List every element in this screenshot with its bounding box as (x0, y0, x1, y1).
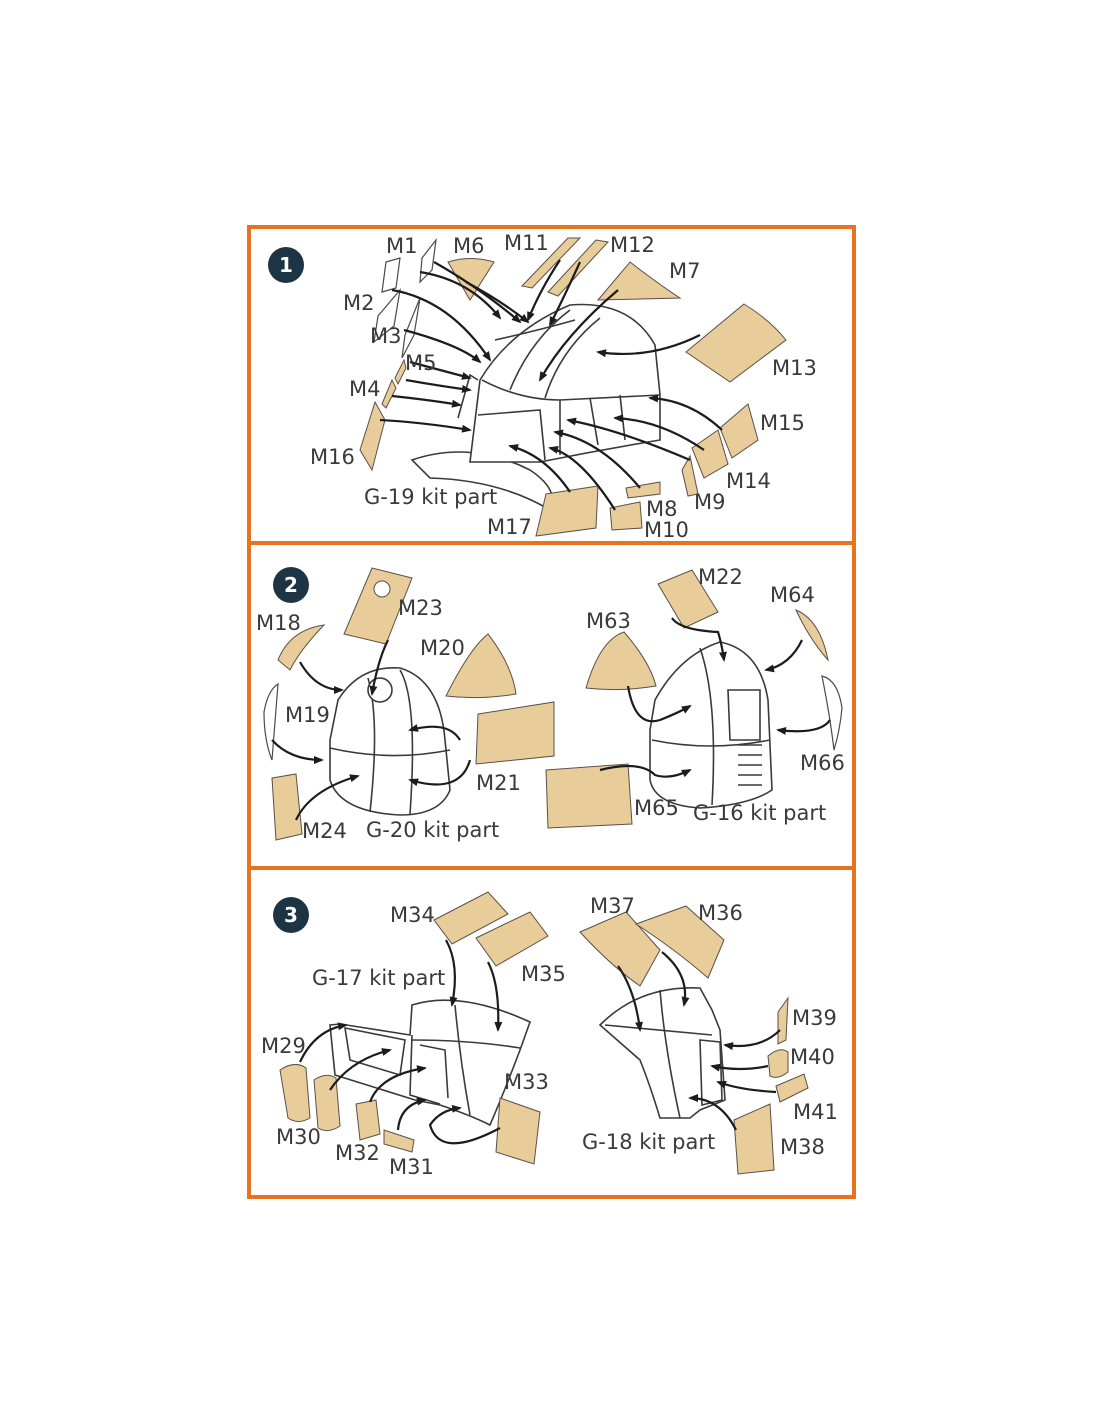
label-m5: M5 (405, 351, 436, 375)
label-m12: M12 (610, 233, 655, 257)
label-m36: M36 (698, 901, 743, 925)
label-m2: M2 (343, 291, 374, 315)
step-2-number: 2 (284, 573, 298, 597)
step-3-labels: M34 M35 M29 M30 M32 M31 M33 M37 M36 M39 … (261, 894, 838, 1179)
label-m4: M4 (349, 377, 380, 401)
label-m38: M38 (780, 1135, 825, 1159)
label-m8: M8 (646, 497, 677, 521)
g16-kit-part-label: G-16 kit part (693, 801, 826, 825)
step-2-badge: 2 (273, 567, 309, 603)
label-m10: M10 (644, 518, 689, 542)
step-3-masks (279, 891, 809, 1175)
label-m41: M41 (793, 1100, 838, 1124)
label-m18: M18 (256, 611, 301, 635)
label-m32: M32 (335, 1141, 380, 1165)
step-3-arrows (299, 939, 781, 1145)
step-2-arrows (271, 617, 831, 821)
g19-canopy-frame (410, 303, 661, 512)
label-m9: M9 (694, 490, 725, 514)
step-3-number: 3 (284, 903, 298, 927)
label-m29: M29 (261, 1034, 306, 1058)
label-m1: M1 (386, 234, 417, 258)
label-m16: M16 (310, 445, 355, 469)
step-3-badge: 3 (273, 897, 309, 933)
label-m6: M6 (453, 234, 484, 258)
step-1-labels: M1 M6 M11 M12 M7 M2 M3 M5 M4 M16 M13 M15… (310, 231, 817, 542)
g16-canopy-frame (649, 641, 773, 809)
label-m34: M34 (390, 903, 435, 927)
label-m19: M19 (285, 703, 330, 727)
label-m65: M65 (634, 796, 679, 820)
label-m22: M22 (698, 565, 743, 589)
label-m63: M63 (586, 609, 631, 633)
g18-kit-part-label: G-18 kit part (582, 1130, 715, 1154)
label-m21: M21 (476, 771, 521, 795)
step-2-labels: M23 M18 M20 M19 M21 M24 M22 M64 M63 M66 … (256, 565, 845, 843)
step-1-masks (359, 237, 787, 537)
g19-kit-part-label: G-19 kit part (364, 485, 497, 509)
g17-kit-part-label: G-17 kit part (312, 966, 445, 990)
label-m37: M37 (590, 894, 635, 918)
label-m66: M66 (800, 751, 845, 775)
label-m3: M3 (370, 324, 401, 348)
g18-canopy-frame (598, 987, 726, 1119)
label-m11: M11 (504, 231, 549, 255)
label-m20: M20 (420, 636, 465, 660)
label-m39: M39 (792, 1006, 837, 1030)
step-1-arrows (379, 259, 723, 511)
label-m35: M35 (521, 962, 566, 986)
label-m64: M64 (770, 583, 815, 607)
label-m17: M17 (487, 515, 532, 539)
label-m31: M31 (389, 1155, 434, 1179)
g20-kit-part-label: G-20 kit part (366, 818, 499, 842)
label-m30: M30 (276, 1125, 321, 1149)
label-m15: M15 (760, 411, 805, 435)
step-2-masks (263, 567, 843, 841)
label-m40: M40 (790, 1045, 835, 1069)
label-m13: M13 (772, 356, 817, 380)
label-m14: M14 (726, 469, 771, 493)
label-m7: M7 (669, 259, 700, 283)
label-m23: M23 (398, 596, 443, 620)
step-1-number: 1 (279, 253, 293, 277)
label-m33: M33 (504, 1070, 549, 1094)
label-m24: M24 (302, 819, 347, 843)
step-1-badge: 1 (268, 247, 304, 283)
